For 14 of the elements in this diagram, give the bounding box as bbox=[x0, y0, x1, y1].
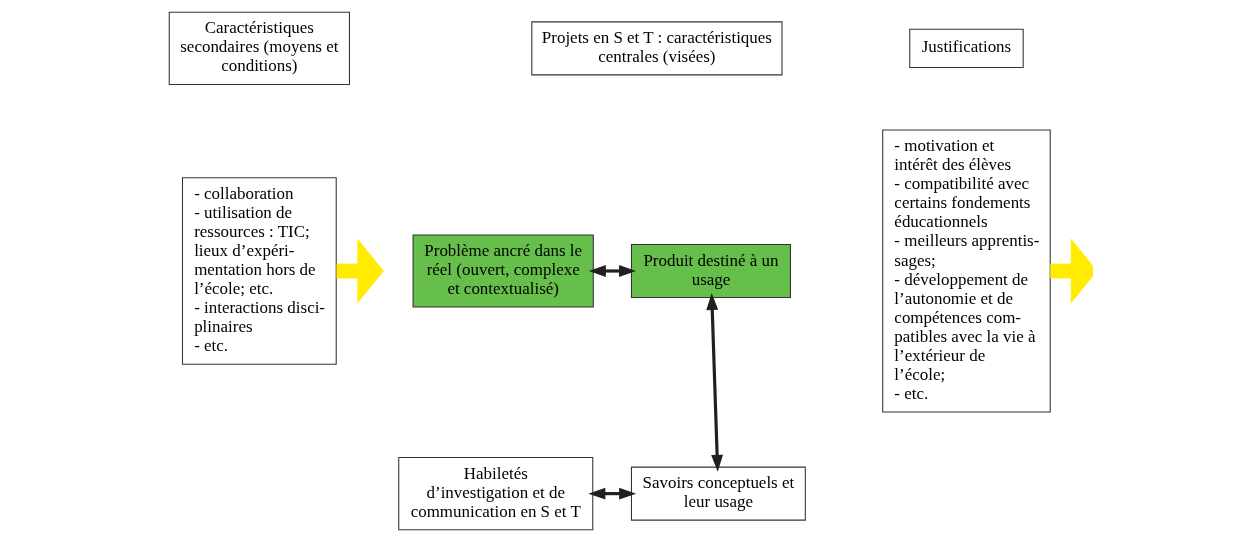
node-box: Projets en S et T : caractéristiques centrales (visées) bbox=[530, 21, 783, 76]
node-box: Savoirs conceptuels et leur usage bbox=[630, 466, 806, 521]
node-box: Produit destiné à un usage bbox=[630, 243, 791, 299]
node-box: Justifications bbox=[908, 28, 1024, 68]
arrow bbox=[588, 265, 636, 277]
node-box: - collaboration - utilisation de ressources : TIC; lieux d’expéri- mentation hors de l’école; etc. - interactions disci- plinaires - etc. bbox=[181, 177, 337, 365]
node-box: Habiletés d’investigation et de communication en S et T bbox=[397, 457, 593, 531]
node-box: - motivation et intérêt des élèves - compatibilité avec certains fondements éducationnels - meilleurs apprentis- sages; - développement de l’autonomie et de compétences com- patibles avec la vie à l’extérieur de l’école; - etc. bbox=[881, 129, 1051, 413]
arrow bbox=[705, 292, 723, 472]
node-box: Caractéristiques secondaires (moyens et conditions) bbox=[168, 11, 350, 85]
node-box: Problème ancré dans le réel (ouvert, complexe et contextualisé) bbox=[412, 234, 594, 308]
arrow bbox=[1049, 238, 1093, 304]
arrow bbox=[587, 487, 636, 500]
arrow bbox=[336, 238, 384, 304]
